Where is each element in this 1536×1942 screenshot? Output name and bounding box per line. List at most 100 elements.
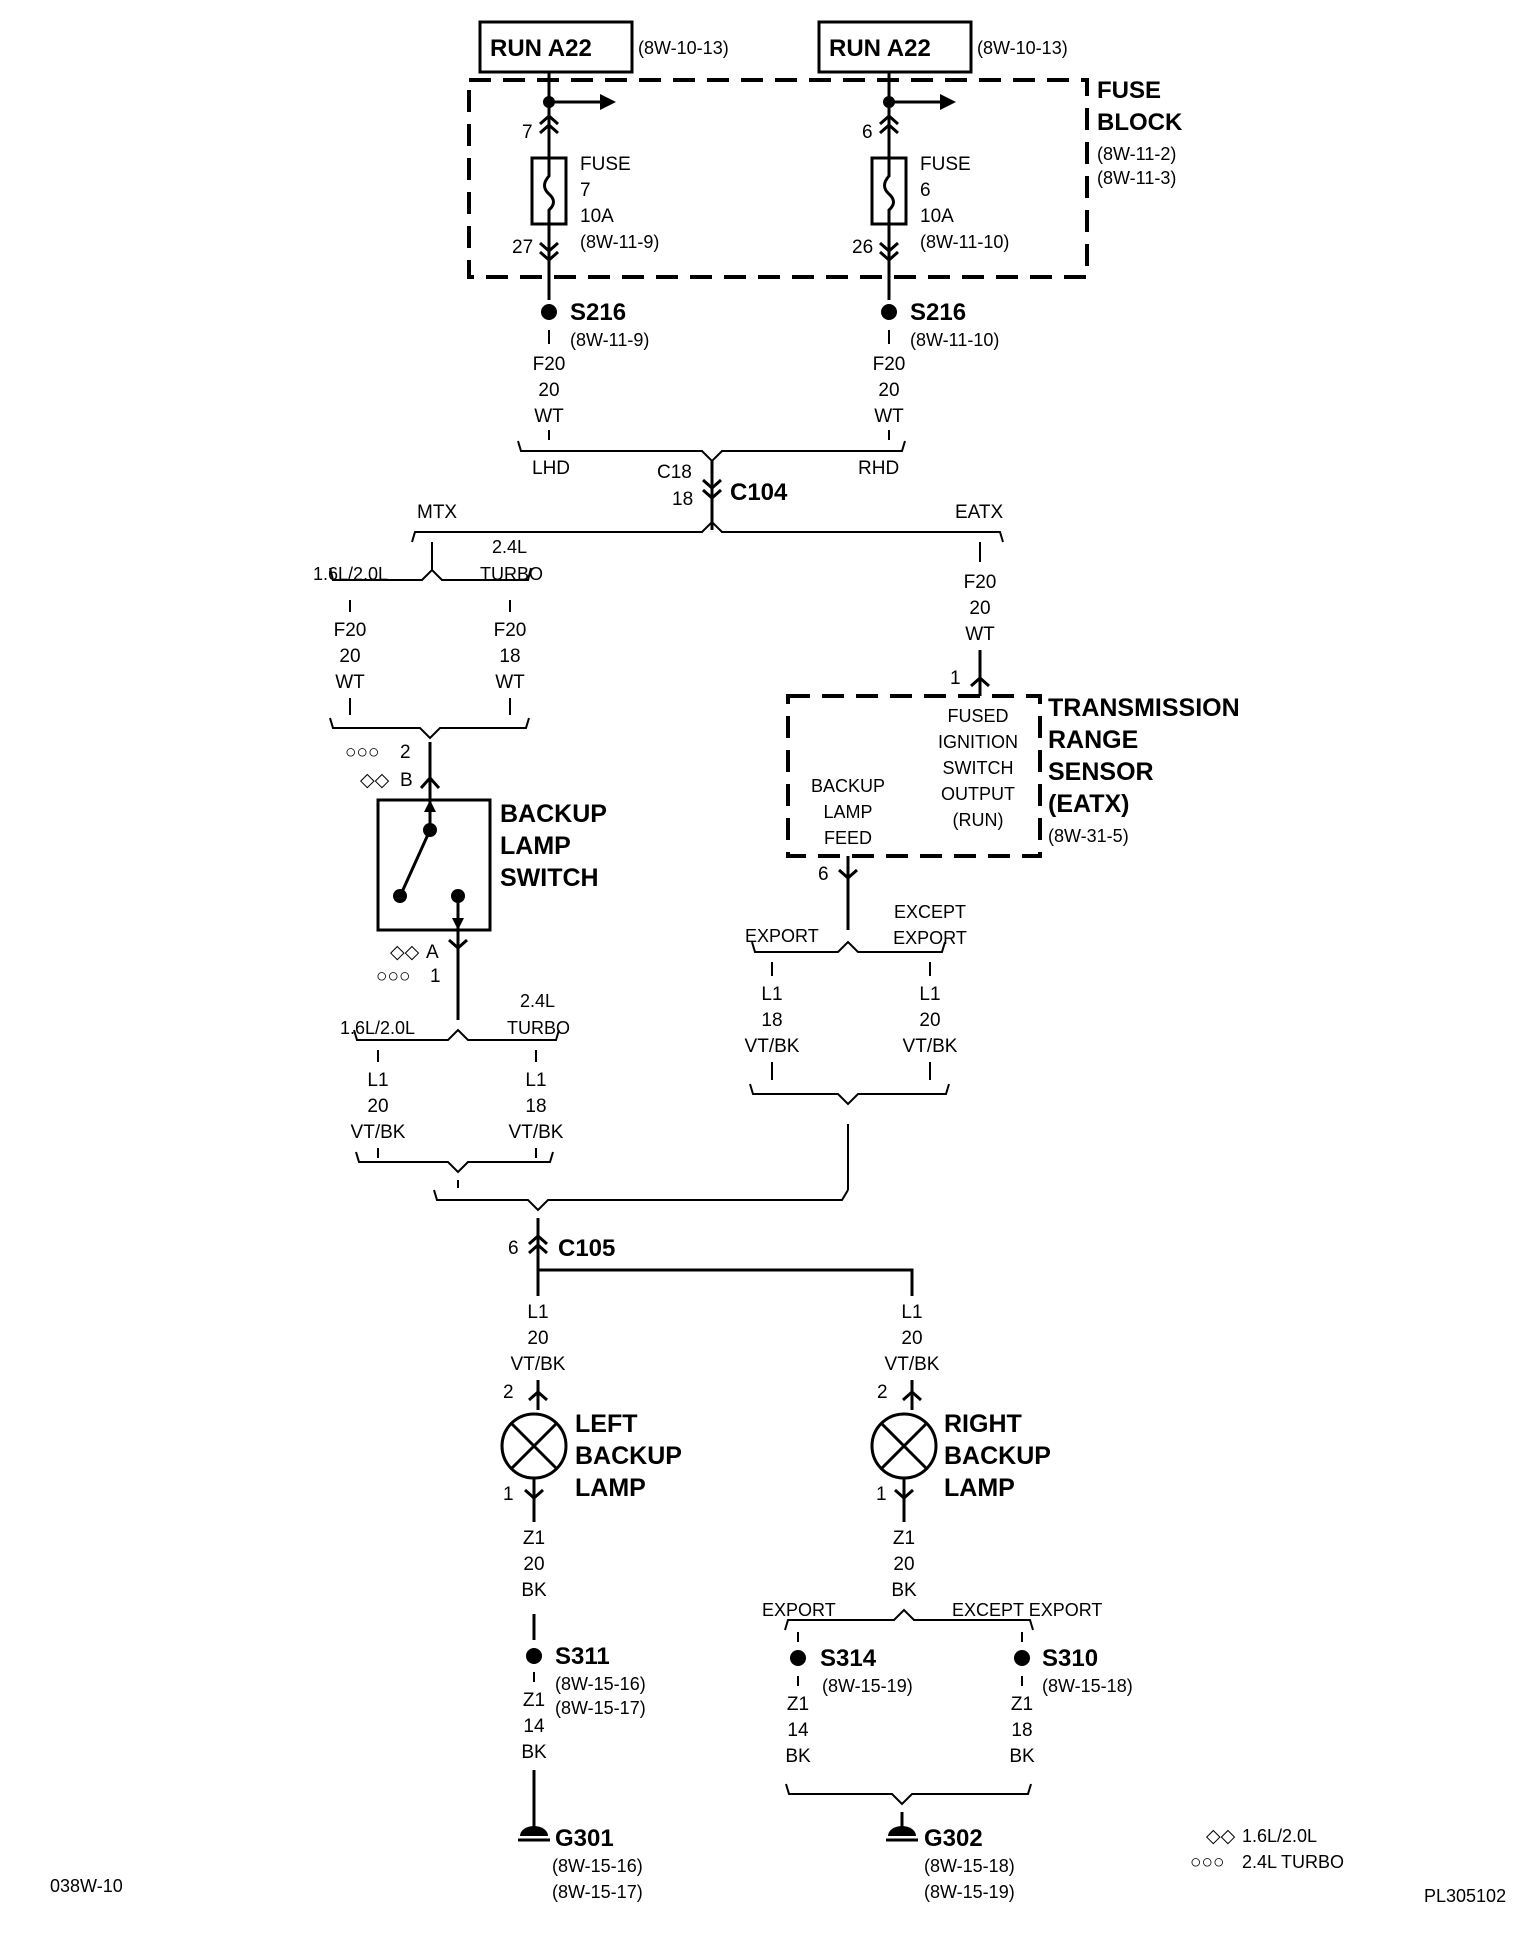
svg-text:VT/BK: VT/BK (511, 1354, 566, 1375)
run-a22-left-ref: (8W-10-13) (638, 38, 729, 58)
svg-text:EXPORT: EXPORT (745, 926, 819, 946)
right-lamp-feed: L1 20 VT/BK 2 (877, 1302, 940, 1410)
svg-text:Z1: Z1 (1011, 1694, 1033, 1715)
svg-text:BACKUP: BACKUP (811, 776, 885, 796)
svg-text:1.6L/2.0L: 1.6L/2.0L (313, 564, 388, 584)
svg-text:18: 18 (761, 1010, 782, 1031)
svg-text:◇◇: ◇◇ (390, 942, 420, 963)
svg-text:TURBO: TURBO (480, 564, 543, 584)
run-a22-left-label: RUN A22 (490, 35, 592, 62)
svg-text:(8W-15-17): (8W-15-17) (552, 1882, 643, 1902)
svg-text:S311: S311 (555, 1643, 610, 1670)
fuse-7-pin-in: 7 (522, 122, 533, 143)
backup-lamp-switch: ○○○ 2 ◇◇ B BACKUP LAMP SWITCH ◇◇ A ○○○ 1 (345, 742, 607, 1020)
rhd-label: RHD (858, 458, 899, 479)
fuse-6-number: 6 (920, 180, 931, 201)
svg-text:SWITCH: SWITCH (943, 758, 1014, 778)
svg-text:1: 1 (430, 966, 441, 987)
svg-text:S216: S216 (570, 299, 626, 326)
svg-text:G301: G301 (555, 1825, 614, 1852)
svg-text:(8W-15-19): (8W-15-19) (822, 1676, 913, 1696)
mtx-label: MTX (417, 502, 457, 523)
svg-text:S216: S216 (910, 299, 966, 326)
run-a22-right-label: RUN A22 (829, 35, 931, 62)
svg-text:OUTPUT: OUTPUT (941, 784, 1015, 804)
svg-text:S310: S310 (1042, 1645, 1098, 1672)
svg-text:1: 1 (503, 1484, 514, 1505)
svg-text:VT/BK: VT/BK (885, 1354, 940, 1375)
g302: G302 (8W-15-18) (8W-15-19) (886, 1825, 1015, 1902)
svg-text:FEED: FEED (824, 828, 872, 848)
svg-text:20: 20 (878, 380, 899, 401)
fuse-7-number: 7 (580, 180, 591, 201)
svg-text:WT: WT (534, 406, 564, 427)
left-backup-lamp: LEFT BACKUP LAMP 1 (500, 1410, 682, 1522)
svg-text:A: A (426, 942, 439, 963)
svg-text:(8W-11-9): (8W-11-9) (570, 330, 649, 350)
svg-text:RIGHT: RIGHT (944, 1410, 1022, 1438)
svg-text:(8W-15-16): (8W-15-16) (552, 1856, 643, 1876)
svg-text:F20: F20 (334, 620, 367, 641)
svg-text:(EATX): (EATX) (1048, 790, 1129, 818)
backup-switch-body (376, 798, 492, 932)
page-id: 038W-10 (50, 1876, 123, 1896)
c105-merge-brace (433, 1189, 849, 1212)
svg-text:20: 20 (527, 1328, 548, 1349)
svg-text:EXPORT: EXPORT (893, 928, 967, 948)
svg-text:1.6L/2.0L: 1.6L/2.0L (340, 1018, 415, 1038)
svg-text:6: 6 (508, 1238, 519, 1259)
svg-text:EXPORT: EXPORT (762, 1600, 836, 1620)
svg-text:LAMP: LAMP (500, 832, 571, 860)
svg-text:BACKUP: BACKUP (500, 800, 607, 828)
lhd-label: LHD (532, 458, 570, 479)
svg-text:20: 20 (893, 1554, 914, 1575)
svg-text:L1: L1 (367, 1070, 388, 1091)
fuse-6-pin-out: 26 (852, 237, 873, 258)
svg-text:BACKUP: BACKUP (944, 1442, 1051, 1470)
svg-text:20: 20 (901, 1328, 922, 1349)
svg-text:2.4L: 2.4L (492, 537, 527, 557)
mtx-branch: 1.6L/2.0L 2.4L TURBO F20 20 WT F20 18 WT (313, 537, 543, 800)
svg-text:WT: WT (335, 672, 365, 693)
svg-text:WT: WT (495, 672, 525, 693)
s216-right: S216 (8W-11-10) F20 20 WT (873, 299, 999, 440)
svg-text:L1: L1 (919, 984, 940, 1005)
svg-text:EXCEPT: EXCEPT (894, 902, 966, 922)
legend-symbol-2: ○○○ (1190, 1852, 1224, 1873)
svg-text:L1: L1 (525, 1070, 546, 1091)
svg-text:F20: F20 (494, 620, 527, 641)
svg-text:LAMP: LAMP (944, 1474, 1015, 1502)
fuse-6: 6 FUSE 6 10A (8W-11-10) 26 (852, 72, 1009, 300)
svg-text:WT: WT (874, 406, 904, 427)
svg-text:C104: C104 (730, 479, 788, 506)
run-a22-right-ref: (8W-10-13) (977, 38, 1068, 58)
svg-text:2: 2 (503, 1382, 514, 1403)
svg-text:SENSOR: SENSOR (1048, 758, 1154, 786)
fuse-6-rating: 10A (920, 206, 954, 227)
fuse-6-pin-in: 6 (862, 122, 873, 143)
svg-text:F20: F20 (533, 354, 566, 375)
svg-text:SWITCH: SWITCH (500, 864, 599, 892)
svg-text:18: 18 (1011, 1720, 1032, 1741)
svg-text:L1: L1 (527, 1302, 548, 1323)
svg-text:VT/BK: VT/BK (903, 1036, 958, 1057)
svg-text:20: 20 (339, 646, 360, 667)
svg-text:14: 14 (787, 1720, 809, 1741)
fuse-7: 7 FUSE 7 10A (8W-11-9) 27 (512, 72, 659, 300)
svg-text:18: 18 (672, 489, 693, 510)
svg-text:BK: BK (891, 1580, 917, 1601)
legend: ◇◇ 1.6L/2.0L ○○○ 2.4L TURBO (1190, 1826, 1344, 1873)
fuse-7-ref: (8W-11-9) (580, 232, 659, 252)
svg-text:BK: BK (1009, 1746, 1035, 1767)
right-ground-path: Z1 20 BK EXPORT EXCEPT EXPORT S314 (8W-1… (762, 1528, 1133, 1836)
svg-text:18: 18 (525, 1096, 546, 1117)
svg-text:(8W-15-17): (8W-15-17) (555, 1698, 646, 1718)
svg-text:VT/BK: VT/BK (509, 1122, 564, 1143)
legend-text-2: 2.4L TURBO (1242, 1852, 1344, 1872)
trs-output-branch: EXPORT EXCEPT EXPORT L1 18 VT/BK L1 20 V… (745, 902, 967, 1190)
svg-text:(8W-11-10): (8W-11-10) (910, 330, 999, 350)
run-a22-left: RUN A22 (8W-10-13) (478, 20, 729, 74)
svg-text:C18: C18 (657, 462, 692, 483)
svg-text:EXCEPT EXPORT: EXCEPT EXPORT (952, 1600, 1102, 1620)
fuse-block-title-1: FUSE (1097, 77, 1161, 104)
